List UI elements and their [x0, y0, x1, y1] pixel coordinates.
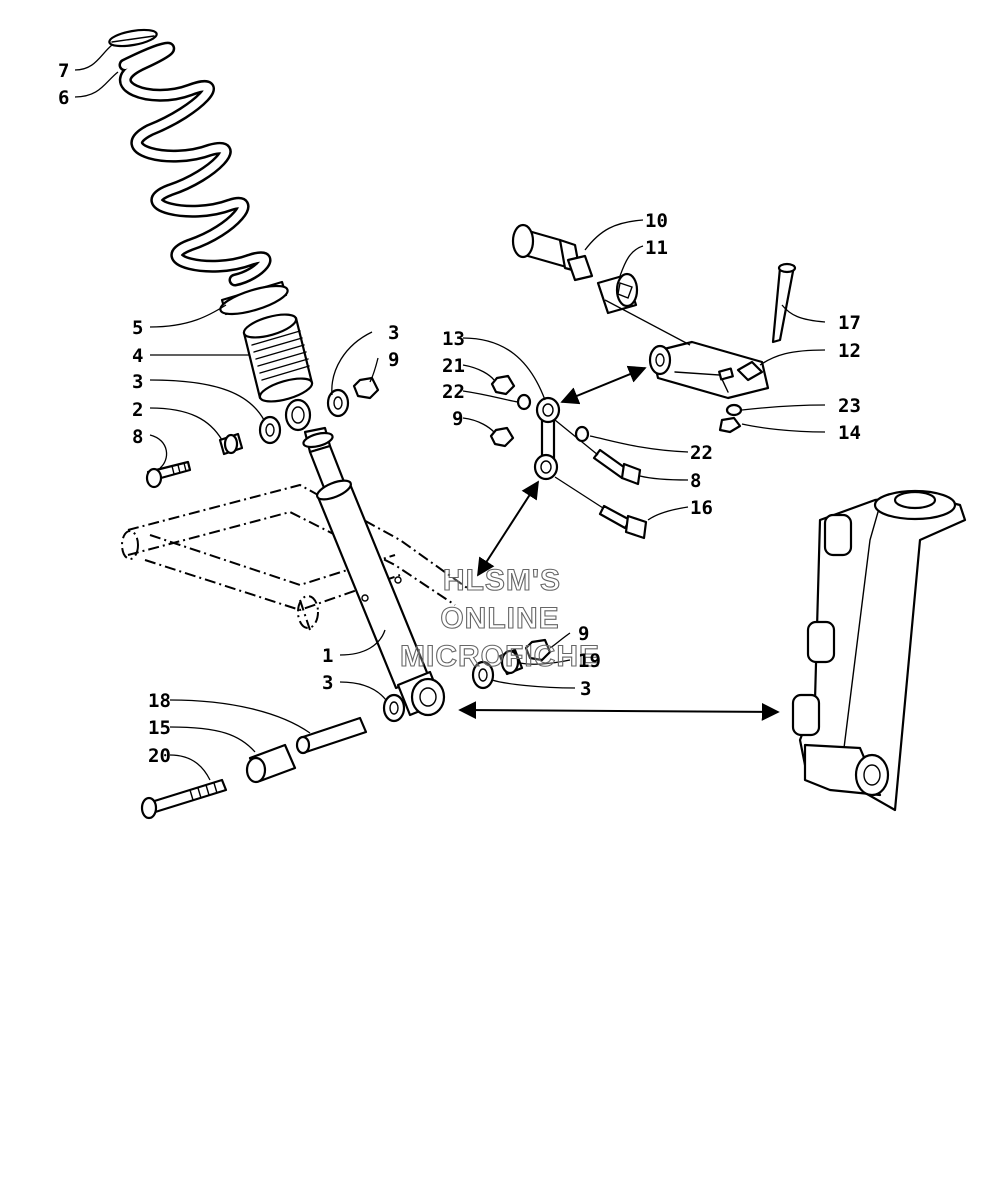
bolt-17: [771, 264, 796, 344]
lower-mount-hardware: [140, 638, 552, 820]
callout-11: 11: [645, 237, 668, 259]
spring-retainer: [108, 28, 158, 48]
nut-9a: [352, 376, 380, 400]
callout-9-lower: 9: [578, 623, 589, 645]
watermark-line-2: ONLINE: [440, 602, 559, 635]
callout-7: 7: [58, 60, 69, 82]
bolt-16: [598, 504, 632, 530]
callout-19: 19: [578, 650, 601, 672]
callout-labels: 7 6 5 4 3 9 3 2 8 1 3 18 15 20 9 19 3 10…: [58, 60, 861, 767]
spindle: [791, 489, 967, 812]
callout-10: 10: [645, 210, 668, 232]
callout-23: 23: [838, 395, 861, 417]
callout-5: 5: [132, 317, 143, 339]
callout-16: 16: [690, 497, 713, 519]
washer-23: [725, 403, 743, 417]
bushing-3b: [326, 388, 350, 418]
nut-21: [490, 374, 516, 396]
callout-22-right: 22: [690, 442, 713, 464]
watermark-line-1: HLSM'S: [443, 564, 561, 597]
callout-3-upper-left: 3: [132, 371, 143, 393]
callout-3-lower-right: 3: [580, 678, 591, 700]
callout-17: 17: [838, 312, 861, 334]
a-arm-phantom: [121, 483, 471, 631]
nut-9c: [489, 426, 515, 448]
watermark: HLSM'S ONLINE MICROFICHE: [399, 563, 600, 673]
coil-spring: [118, 41, 272, 287]
callout-2: 2: [132, 399, 143, 421]
callout-22-left: 22: [442, 381, 465, 403]
callout-12: 12: [838, 340, 861, 362]
bushing-3c: [382, 693, 406, 723]
callout-8-link: 8: [690, 470, 701, 492]
spring-adjuster: [242, 313, 314, 403]
leader-lines: [74, 44, 826, 781]
callout-8-upper: 8: [132, 426, 143, 448]
callout-21: 21: [442, 355, 465, 377]
shock-absorber: [284, 398, 446, 717]
nut-14: [718, 416, 742, 434]
callout-14: 14: [838, 422, 861, 444]
callout-4: 4: [132, 345, 143, 367]
callout-1: 1: [322, 645, 333, 667]
sway-bar-arm: [648, 262, 797, 434]
nut-9b: [524, 638, 552, 662]
washer-22a: [516, 393, 532, 411]
callout-18: 18: [148, 690, 171, 712]
callout-3-upper-right: 3: [388, 322, 399, 344]
upper-mount-hardware: [145, 376, 380, 489]
watermark-line-3: MICROFICHE: [400, 640, 600, 673]
bushing-3d: [471, 660, 495, 690]
callout-15: 15: [148, 717, 171, 739]
sway-bar: [511, 223, 639, 315]
callout-9-upper: 9: [388, 349, 399, 371]
callout-9-link: 9: [452, 408, 463, 430]
assembly-arrows: [458, 365, 780, 721]
callout-3-lower-left: 3: [322, 672, 333, 694]
washer-22b: [574, 425, 590, 443]
callout-6: 6: [58, 87, 69, 109]
callout-13: 13: [442, 328, 465, 350]
callout-20: 20: [148, 745, 171, 767]
bushing-3a: [258, 415, 282, 445]
stabilizer-link: [489, 374, 648, 540]
spring-seat: [219, 280, 289, 316]
